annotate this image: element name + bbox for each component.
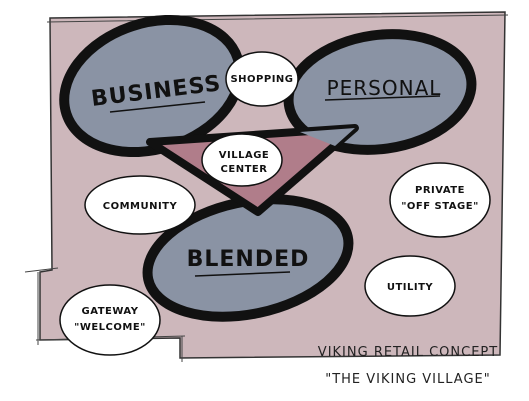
private-offstage-bubble (389, 162, 491, 238)
village-center-label-line1: VILLAGE (219, 150, 269, 161)
blended-zone (142, 194, 354, 322)
site-parcel-sketch-line (24, 14, 509, 362)
personal-zone (283, 29, 477, 155)
village-center-label-line2: CENTER (221, 164, 268, 175)
personal-label: PERSONAL (327, 76, 442, 100)
utility-bubble (364, 255, 456, 317)
village-center-bubble (201, 133, 283, 187)
utility-label: UTILITY (387, 282, 434, 293)
community-label: COMMUNITY (103, 201, 178, 212)
business-underline (109, 101, 206, 113)
personal-underline (324, 95, 441, 101)
blended-underline (194, 271, 291, 277)
triangle-overlap (300, 128, 355, 146)
private-offstage-label-line2: "OFF STAGE" (401, 201, 479, 212)
caption-title: VIKING RETAIL CONCEPT (318, 345, 498, 360)
shopping-bubble (225, 51, 299, 107)
shopping-label: SHOPPING (230, 74, 293, 85)
blended-label: BLENDED (187, 247, 310, 272)
gateway-label-line1: GATEWAY (82, 306, 139, 317)
community-bubble (84, 175, 196, 235)
caption-subtitle: "THE VIKING VILLAGE" (325, 372, 491, 387)
gateway-bubble (59, 284, 161, 356)
gateway-label-line2: "WELCOME" (74, 322, 146, 333)
private-offstage-label-line1: PRIVATE (415, 185, 465, 196)
